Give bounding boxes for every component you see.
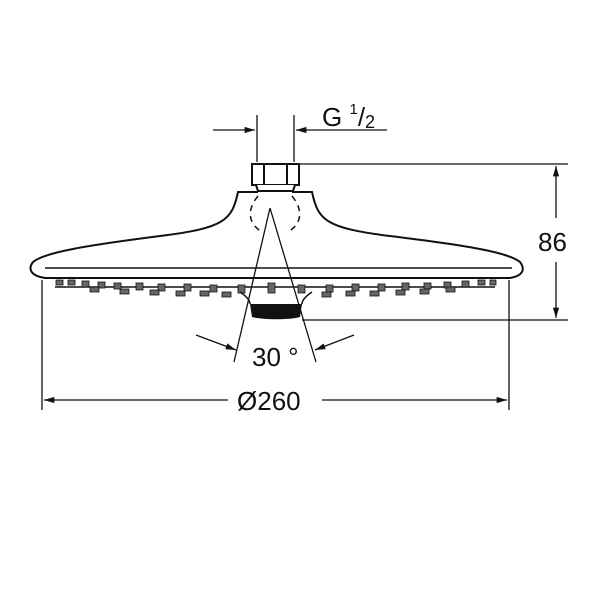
thread-fraction-num: 1 — [349, 101, 358, 118]
spray-angle-unit: ° — [288, 342, 299, 372]
thread-prefix: G — [322, 102, 343, 132]
spray-angle-value: 30 — [252, 342, 281, 372]
central-outlet — [250, 304, 302, 320]
height-label: 86 — [538, 229, 567, 255]
thread-dimension — [213, 115, 387, 162]
thread-size-label: G 1/2 — [322, 101, 376, 132]
height-dimension — [300, 163, 568, 321]
height-value: 86 — [538, 227, 567, 257]
diameter-label: Ø260 — [237, 388, 301, 414]
diameter-symbol: Ø — [237, 386, 258, 416]
connector-nut — [251, 163, 300, 192]
thread-fraction-sep: / — [357, 102, 366, 132]
diameter-value: 260 — [257, 386, 301, 416]
spray-angle-lines — [195, 207, 355, 363]
spray-angle-label: 30 ° — [252, 344, 299, 370]
diameter-dimension — [41, 280, 510, 410]
thread-fraction-den: 2 — [365, 112, 376, 132]
shower-body — [29, 191, 524, 279]
nozzle-row — [55, 279, 497, 298]
